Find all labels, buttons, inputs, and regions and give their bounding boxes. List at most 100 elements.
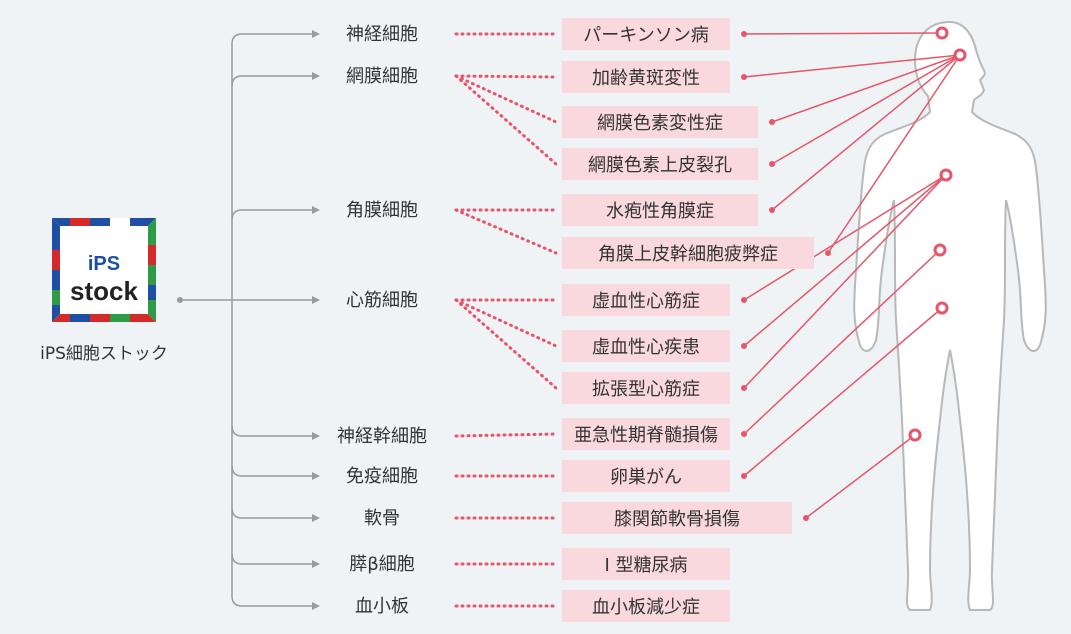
disease-box [562, 418, 730, 450]
pointer-start-dot [741, 473, 747, 479]
disease-label: 拡張型心筋症 [592, 379, 700, 400]
arrow-head [312, 602, 320, 610]
body-target-ring [908, 428, 922, 442]
disease-label: パーキンソン病 [583, 25, 708, 46]
body-pointer-line [743, 307, 943, 477]
dotted-connector [454, 298, 558, 390]
disease-box [562, 330, 730, 362]
tree-branch [231, 507, 312, 519]
pointer-start-dot [769, 161, 775, 167]
tree-branch [231, 595, 312, 607]
disease-label: 水疱性角膜症 [606, 201, 714, 222]
cell-label: 心筋細胞 [346, 290, 418, 311]
body-pointer-line [743, 54, 961, 78]
pointer-start-dot [769, 207, 775, 213]
disease-label: I 型糖尿病 [604, 555, 687, 576]
pointer-start-dot [825, 250, 831, 256]
disease-label: 角膜上皮幹細胞疲弊症 [598, 244, 778, 265]
cell-label: 血小板 [355, 596, 409, 617]
pointer-start-dot [741, 297, 747, 303]
disease-box [562, 106, 758, 138]
dotted-connector [454, 208, 558, 255]
body-pointer-line [743, 174, 947, 301]
disease-box [562, 548, 730, 580]
disease-box [562, 590, 730, 622]
disease-box [562, 61, 730, 93]
arrow-head [312, 296, 320, 304]
arrow-head [312, 30, 320, 38]
ips-stock-logo: iPS stock [52, 218, 156, 322]
cell-label: 角膜細胞 [346, 200, 418, 221]
body-target-ring [935, 26, 949, 40]
arrow-head [312, 514, 320, 522]
arrow-head [312, 560, 320, 568]
disease-label: 加齢黄斑変性 [592, 68, 700, 89]
body-pointer-line [743, 174, 947, 389]
disease-box [562, 502, 792, 534]
cell-label: 軟骨 [364, 508, 400, 529]
dotted-connector [454, 74, 558, 166]
cell-label: 網膜細胞 [346, 66, 418, 87]
disease-box [562, 194, 758, 226]
logo-text-top: iPS [88, 253, 120, 275]
cell-label: 神経細胞 [346, 24, 418, 45]
disease-label: 膝関節軟骨損傷 [614, 509, 740, 530]
cell-label: 免疫細胞 [346, 466, 418, 487]
disease-label: 血小板減少症 [592, 597, 700, 618]
tree-branch [231, 33, 312, 45]
pointer-start-dot [741, 74, 747, 80]
body-target-ring [933, 243, 947, 257]
dotted-connector [454, 74, 558, 79]
disease-label: 虚血性心筋症 [592, 291, 700, 312]
dotted-connector [454, 432, 558, 438]
arrow-head [312, 72, 320, 80]
disease-box [562, 372, 730, 404]
disease-box [562, 460, 730, 492]
pointer-start-dot [741, 431, 747, 437]
pointer-start-dot [803, 515, 809, 521]
body-pointer-line [805, 434, 916, 519]
body-pointer-line [743, 174, 947, 347]
human-body-figure [853, 20, 1047, 611]
disease-box [562, 284, 730, 316]
cell-label: 神経幹細胞 [337, 426, 427, 447]
disease-box [562, 148, 758, 180]
body-target-ring [939, 168, 953, 182]
dotted-connector [454, 74, 558, 124]
tree-branch [231, 209, 312, 221]
logo-text-bottom: stock [70, 276, 138, 306]
tree-branch [231, 465, 312, 477]
tree-branch [231, 75, 312, 87]
source-caption: iPS細胞ストック [40, 344, 168, 364]
dotted-connectors [454, 32, 558, 608]
tree-branch [231, 553, 312, 565]
arrow-head [312, 472, 320, 480]
pointer-start-dot [769, 119, 775, 125]
disease-label: 網膜色素上皮裂孔 [588, 155, 732, 176]
arrow-head [312, 432, 320, 440]
pointer-start-dot [741, 31, 747, 37]
disease-label: 網膜色素変性症 [597, 113, 723, 134]
disease-box [562, 18, 730, 50]
body-pointer-line [771, 54, 961, 211]
tree-branch [231, 425, 312, 437]
body-pointer-lines [741, 26, 967, 521]
body-target-ring [935, 301, 949, 315]
disease-box [562, 237, 814, 269]
pointer-start-dot [741, 343, 747, 349]
body-pointer-line [743, 32, 943, 35]
body-pointer-line [771, 54, 961, 165]
disease-label: 亜急性期脊髄損傷 [574, 425, 718, 446]
tree-connectors [177, 30, 320, 610]
dotted-connector [454, 298, 558, 348]
disease-label: 虚血性心疾患 [592, 337, 700, 358]
disease-label: 卵巣がん [610, 467, 682, 488]
arrow-head [312, 206, 320, 214]
body-pointer-line [771, 54, 961, 123]
cell-label: 膵β細胞 [349, 554, 415, 575]
body-pointer-line [743, 249, 941, 435]
body-pointer-line [827, 54, 961, 254]
pointer-start-dot [741, 385, 747, 391]
